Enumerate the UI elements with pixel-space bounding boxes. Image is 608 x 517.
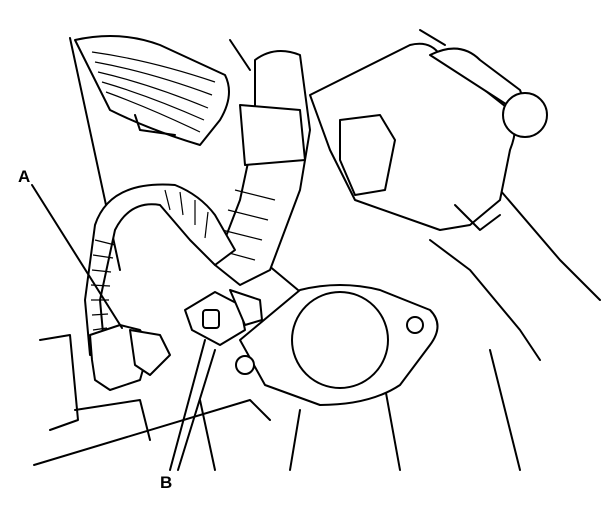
intake-duct <box>74 35 230 146</box>
callout-label-a: A <box>18 167 31 186</box>
solenoid-valve-unit <box>309 42 548 231</box>
callout-label-b: B <box>160 473 173 492</box>
sensor-connector <box>184 289 263 346</box>
coolant-hose <box>214 50 311 286</box>
callout-leaders <box>31 184 216 471</box>
wire-harness <box>84 183 236 391</box>
sensor-flange <box>235 284 439 406</box>
